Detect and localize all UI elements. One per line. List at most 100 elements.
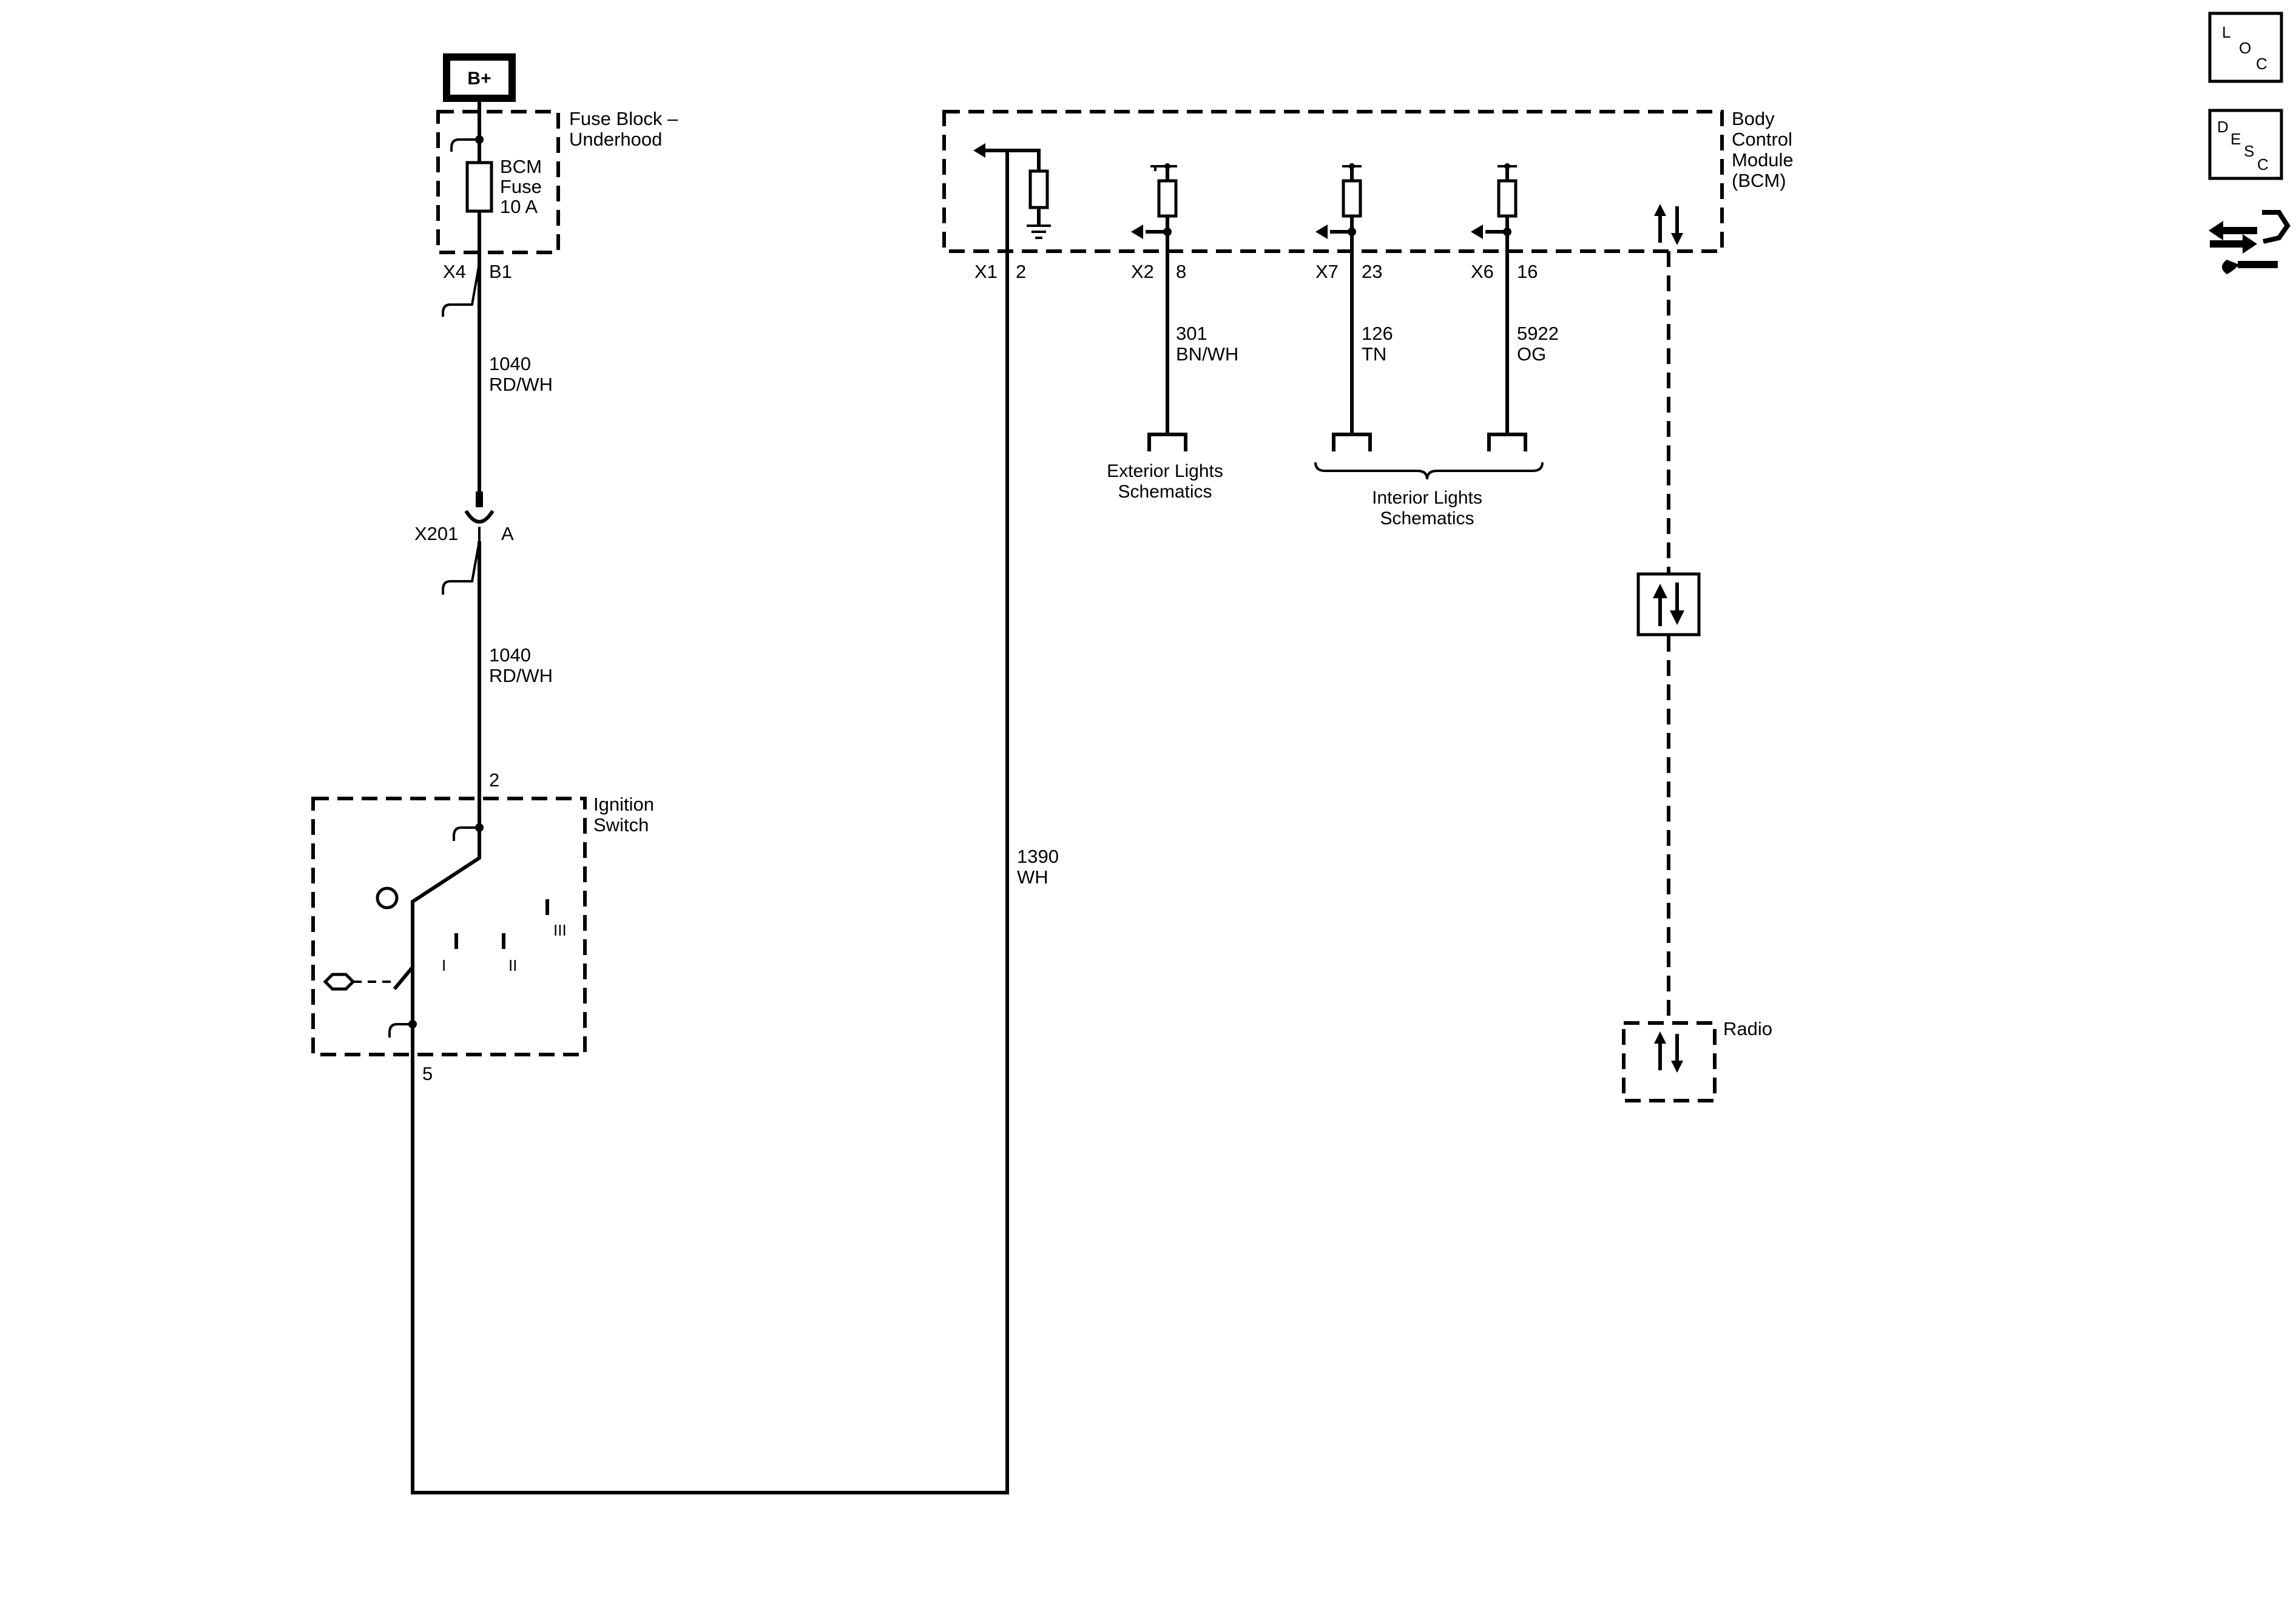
radio-boundary <box>1622 1021 1717 1102</box>
x201-female-cup-icon <box>464 510 495 524</box>
x6-resistor-icon <box>1497 179 1518 218</box>
interior-lights-reference-icon-1 <box>1332 433 1372 451</box>
interior-lights-brace <box>1314 462 1544 480</box>
position-ii-label: II <box>508 956 517 974</box>
ground-icon <box>1027 224 1051 239</box>
ignition-switch[interactable]: Ignition Switch I II III <box>311 794 654 1056</box>
x2-arrow-icon <box>1131 224 1143 239</box>
bcm-x6-output <box>1471 163 1518 251</box>
wire-126-color: TN <box>1362 343 1386 365</box>
ignition-switch-title-line1: Ignition <box>593 794 654 815</box>
ignition-in-terminal-icon <box>453 826 479 841</box>
x201-terminal-icon <box>442 527 481 595</box>
interior-lights-line1: Interior Lights <box>1372 488 1482 508</box>
fuse-rating: 10 A <box>500 196 538 217</box>
fuse-block-connector-label: X4 <box>443 261 466 282</box>
loc-letter-o: O <box>2239 39 2251 57</box>
radio-label: Radio <box>1723 1018 1772 1039</box>
pulldown-resistor-icon <box>1028 169 1049 209</box>
radio[interactable]: Radio <box>1622 1018 1772 1102</box>
bcm-fuse-icon <box>465 161 493 213</box>
fuse-block-title-line1: Fuse Block – <box>569 108 678 129</box>
exterior-lights-reference-icon <box>1147 433 1187 451</box>
bcm-boundary <box>942 110 1724 253</box>
bcm-x2-pin: 8 <box>1176 261 1186 282</box>
position-i-label: I <box>442 956 446 974</box>
fuse-terminal-icon <box>450 138 479 152</box>
fuse-block-boundary <box>436 110 560 254</box>
bcm-x7-label: X7 <box>1315 261 1339 282</box>
bcm-input-arrow-icon <box>973 143 985 158</box>
x201-inline-connector[interactable] <box>442 491 495 595</box>
bcm-x6-pin: 16 <box>1517 261 1538 282</box>
interior-lights-line2: Schematics <box>1380 508 1474 528</box>
bcm-title-line2: Control <box>1732 129 1792 150</box>
fuse-block-pin-label: B1 <box>489 261 512 282</box>
serial-data-down-arrow-icon <box>1670 610 1684 625</box>
bcm-x7-pin: 23 <box>1362 261 1382 282</box>
loc-letter-l: L <box>2222 23 2230 41</box>
exterior-lights-line2: Schematics <box>1118 482 1212 502</box>
position-iii-label: III <box>553 921 567 939</box>
wire-1390-circuit: 1390 <box>1017 846 1059 867</box>
bcm-x6-label: X6 <box>1471 261 1494 282</box>
fuse-block-title-line2: Underhood <box>569 129 662 150</box>
ignition-pin-in-label: 2 <box>489 769 499 791</box>
bcm-title-line1: Body <box>1732 108 1775 129</box>
desc-letter-e: E <box>2230 130 2241 148</box>
ignition-pivot-icon <box>376 886 399 910</box>
exterior-lights-line1: Exterior Lights <box>1107 461 1223 481</box>
wire-1040-upper-color: RD/WH <box>489 374 553 395</box>
x201-pin-label: A <box>501 523 514 544</box>
serial-data-symbol[interactable] <box>1636 572 1701 636</box>
wire-1040-lower-circuit: 1040 <box>489 644 531 666</box>
bcm-x1-label: X1 <box>974 261 998 282</box>
wire-1040-upper-circuit: 1040 <box>489 353 531 374</box>
bcm-title-line4: (BCM) <box>1732 170 1786 191</box>
bcm-x2-label: X2 <box>1131 261 1154 282</box>
wire-126-circuit: 126 <box>1362 323 1393 344</box>
exterior-lights-schematics-link[interactable]: Exterior Lights Schematics <box>1107 461 1223 502</box>
loc-icon[interactable]: L O C <box>2208 12 2283 83</box>
bcm-x1-pin: 2 <box>1016 261 1026 282</box>
bcm-title-line3: Module <box>1732 149 1794 170</box>
wire-1040-lower-color: RD/WH <box>489 665 553 686</box>
x7-resistor-icon <box>1342 179 1362 218</box>
interior-lights-schematics-link[interactable]: Interior Lights Schematics <box>1372 488 1482 528</box>
wire-1390[interactable] <box>411 150 1009 1494</box>
diagnostic-tools-icon[interactable] <box>2209 210 2291 274</box>
x201-connector-label: X201 <box>414 523 458 544</box>
ignition-switch-blade <box>411 828 481 1031</box>
wire-301-circuit: 301 <box>1176 323 1207 344</box>
fuse-name-line1: BCM <box>500 156 542 177</box>
bcm-x7-output <box>1315 163 1362 251</box>
interior-lights-reference-icon-2 <box>1487 433 1527 451</box>
ignition-switch-boundary <box>311 797 587 1056</box>
x4-terminal-icon <box>442 255 481 317</box>
x6-arrow-icon <box>1471 224 1483 239</box>
battery-positive-source: B+ <box>443 53 516 102</box>
fuse-block-underhood[interactable]: Fuse Block – Underhood BCM Fuse 10 A <box>436 108 678 255</box>
wire-301-color: BN/WH <box>1176 343 1238 365</box>
bcm-x2-output <box>1131 163 1178 251</box>
bcm-ignition-input-circuit <box>973 143 1051 239</box>
bcm-serial-data-icon <box>1654 204 1683 245</box>
x7-arrow-icon <box>1315 224 1328 239</box>
ignition-key-icon <box>323 973 356 991</box>
bplus-label: B+ <box>467 69 491 89</box>
desc-letter-s: S <box>2244 142 2254 160</box>
serial-data-up-arrow-icon <box>1653 584 1667 598</box>
ignition-switch-title-line2: Switch <box>593 814 649 836</box>
fuse-name-line2: Fuse <box>500 176 542 197</box>
wire-5922-circuit: 5922 <box>1517 323 1559 344</box>
ignition-pin-out-label: 5 <box>422 1063 433 1084</box>
loc-letter-c: C <box>2256 55 2267 73</box>
body-control-module[interactable]: Body Control Module (BCM) <box>942 108 1794 253</box>
x2-resistor-icon <box>1157 179 1178 218</box>
desc-letter-c: C <box>2257 155 2269 174</box>
ignition-out-terminal-icon <box>388 1023 413 1038</box>
desc-icon[interactable]: D E S C <box>2208 109 2283 180</box>
wire-5922-color: OG <box>1517 343 1546 365</box>
desc-letter-d: D <box>2217 118 2229 136</box>
